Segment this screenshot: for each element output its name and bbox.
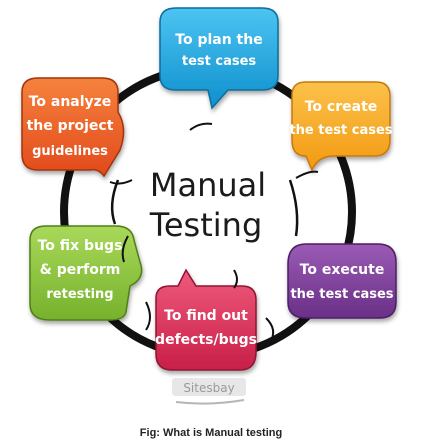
- watermark-underline: [175, 399, 245, 405]
- fix-line3: retesting: [46, 287, 113, 302]
- connector-center-left: [121, 235, 129, 263]
- create-line1: To create: [305, 99, 378, 115]
- connector-bottom: [233, 269, 238, 289]
- connector-bottom-right: [265, 317, 275, 343]
- execute-line2: the test cases: [290, 287, 393, 302]
- bubble-create: [291, 81, 391, 172]
- plan-line1: To plan the: [175, 32, 262, 48]
- find-line2: defects/bugs: [155, 332, 257, 348]
- execute-line1: To execute: [300, 262, 385, 278]
- bubble-execute: [287, 243, 397, 319]
- analyze-line3: guidelines: [32, 144, 108, 159]
- connector-mid-right: [295, 170, 319, 179]
- watermark-text: Sitesbay: [183, 381, 234, 395]
- bubble-plan: [159, 7, 279, 110]
- bubble-fix: [29, 225, 143, 321]
- center-title-line1: Manual: [150, 166, 266, 204]
- connector-bottom-left: [145, 301, 151, 331]
- center-title-line2: Testing: [149, 206, 263, 244]
- figure-caption: Fig: What is Manual testing: [139, 427, 283, 439]
- connector-top-left: [109, 179, 133, 185]
- watermark-plate: [172, 378, 246, 396]
- create-line2: the test cases: [289, 123, 392, 138]
- connector-left: [110, 179, 120, 225]
- analyze-line2: the project: [27, 118, 114, 134]
- connector-top: [189, 122, 213, 131]
- bubble-analyze: [21, 77, 125, 178]
- bubble-find: [155, 268, 257, 371]
- find-line1: To find out: [164, 308, 248, 324]
- connector-right: [288, 179, 299, 237]
- plan-line2: test cases: [182, 54, 257, 69]
- fix-line2: & perform: [40, 262, 121, 278]
- fix-line1: To fix bugs: [38, 238, 123, 254]
- analyze-line1: To analyze: [29, 94, 112, 110]
